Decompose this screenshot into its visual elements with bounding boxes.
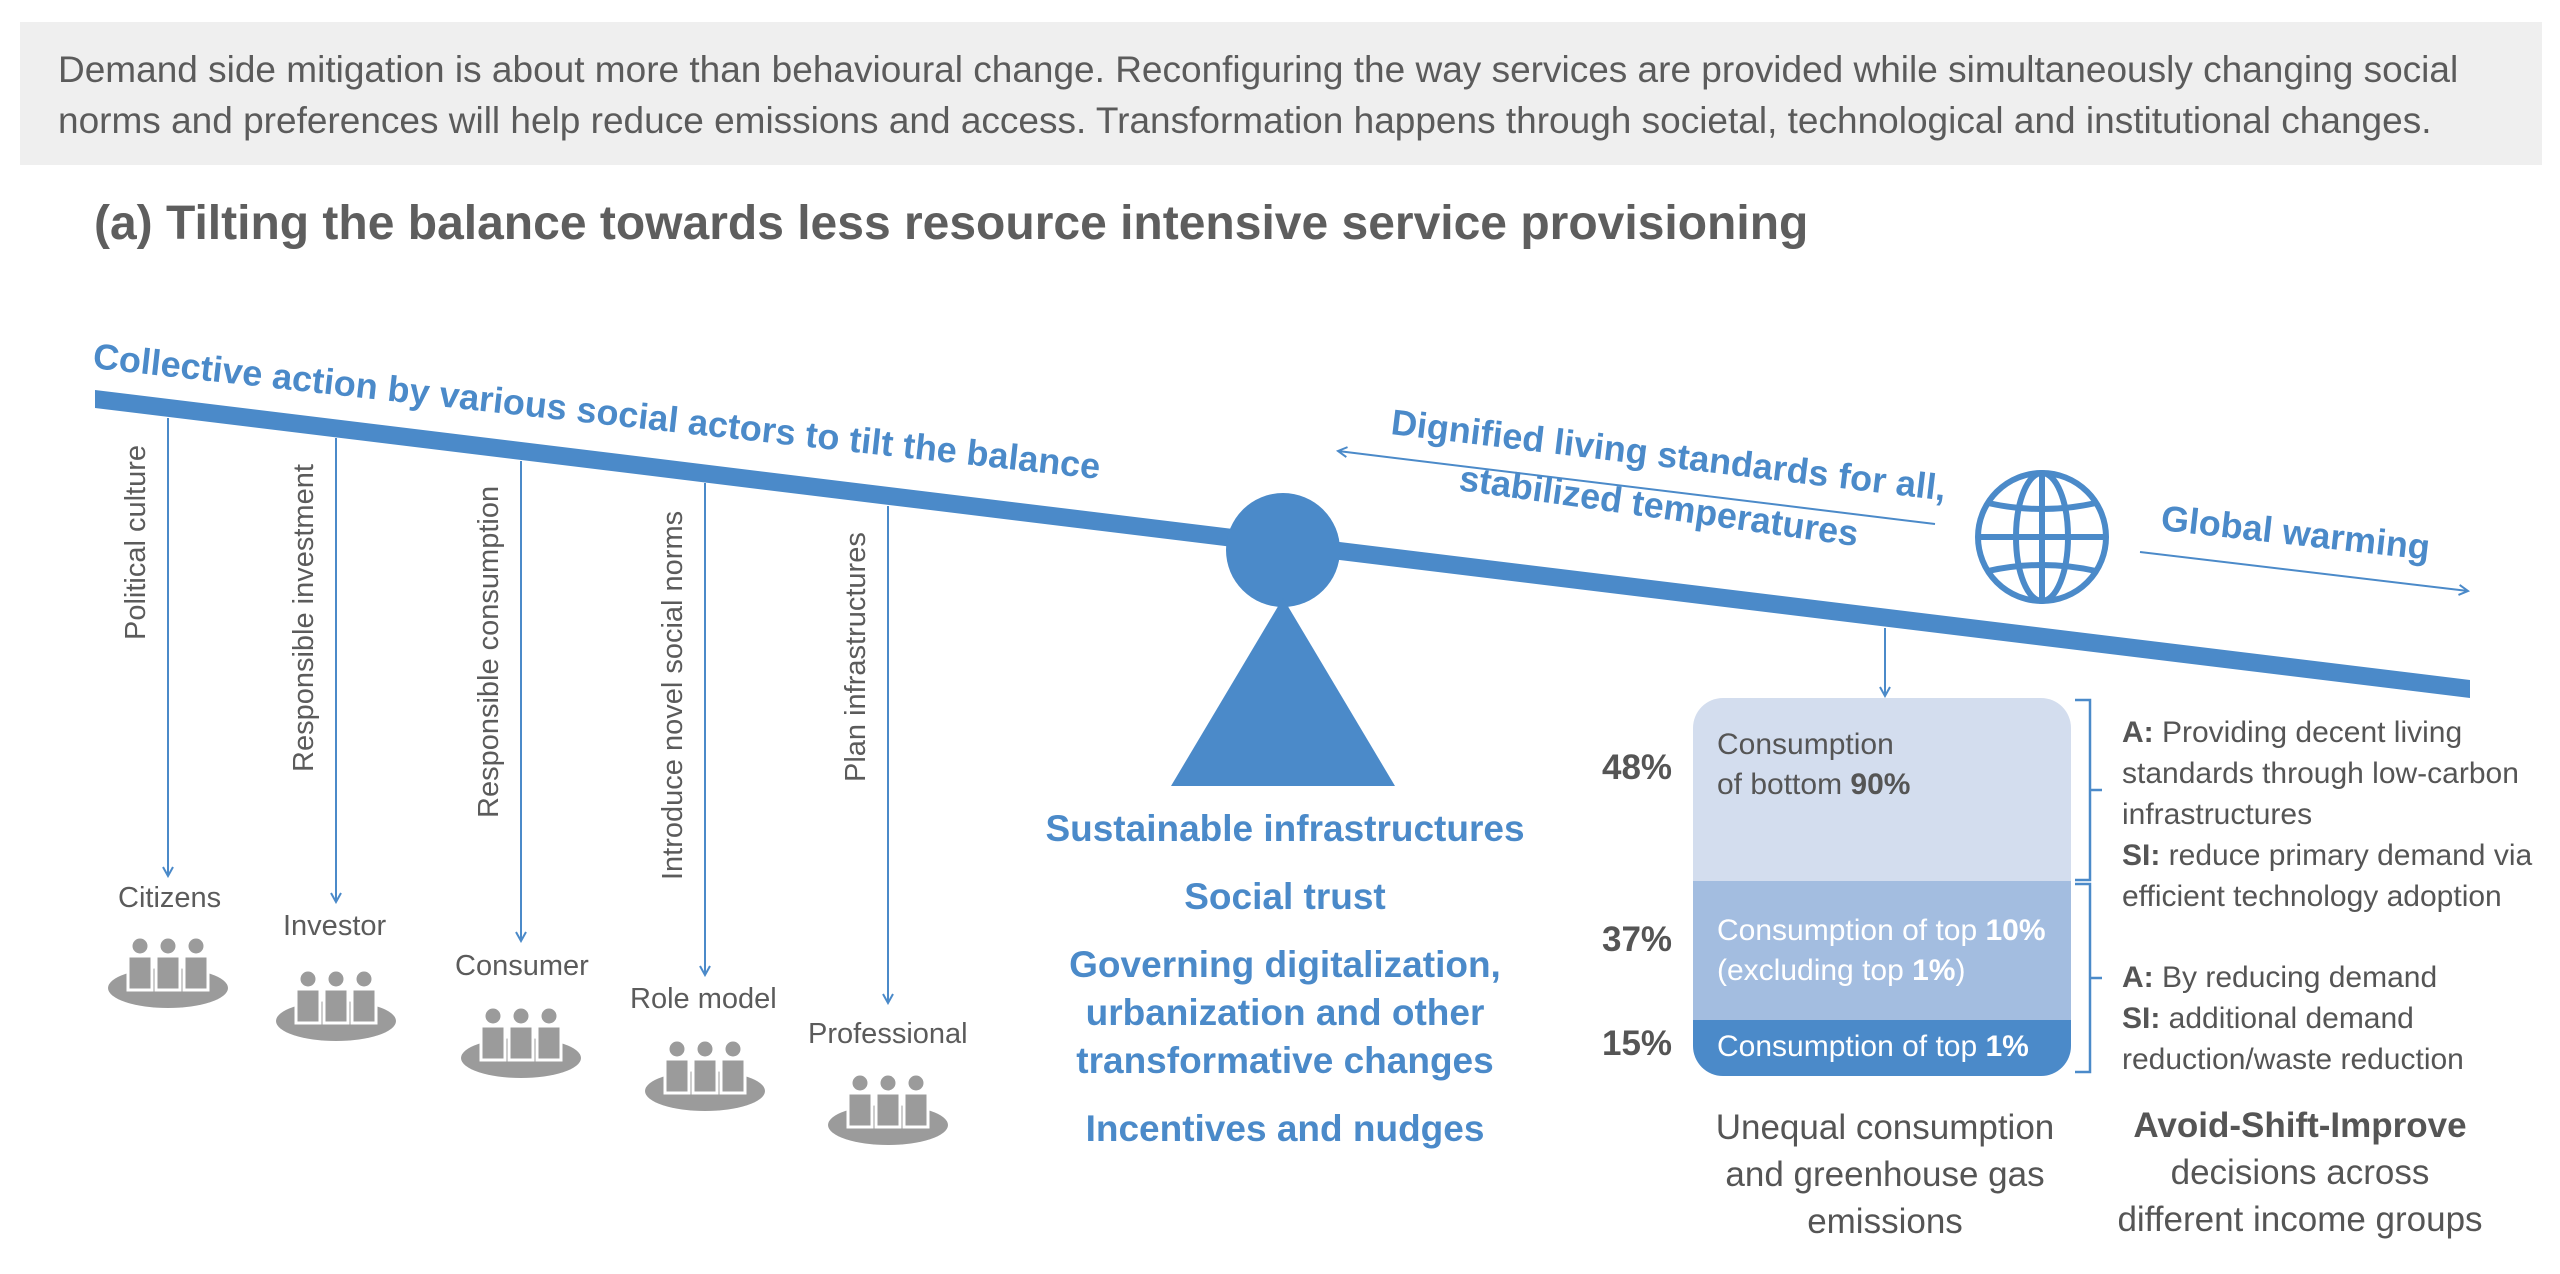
box-top10-line1: Consumption of top 10% <box>1717 914 2046 947</box>
actor-label-role-model: Role model <box>630 983 777 1015</box>
percent-bottom-90: 48% <box>1602 748 1673 787</box>
action-label-infrastructures: Plan infrastructures <box>840 532 872 782</box>
center-items: Sustainable infrastructures Social trust… <box>1030 805 1540 1173</box>
box-text-top-1: Consumption of top 1% <box>1717 1030 2029 1063</box>
box-bottom-line1: Consumption <box>1717 728 1894 761</box>
note-upper: A: Providing decent living standards thr… <box>2122 716 2533 913</box>
action-label-investment: Responsible investment <box>288 464 320 772</box>
people-icon-consumer <box>459 1005 583 1080</box>
actor-label-professional: Professional <box>808 1018 968 1050</box>
center-item-incentives: Incentives and nudges <box>1085 1108 1485 1149</box>
percent-top-1: 15% <box>1602 1024 1673 1063</box>
actor-label-citizens: Citizens <box>118 882 222 914</box>
fulcrum-triangle <box>1171 598 1395 786</box>
bracket-upper <box>2075 698 2102 882</box>
box-top-10 <box>1693 881 2071 1020</box>
box-top-1 <box>1693 1020 2071 1076</box>
intro-box: Demand side mitigation is about more tha… <box>20 22 2542 165</box>
box-top10-line2: (excluding top 1%) <box>1717 954 1966 987</box>
center-item-social-trust: Social trust <box>1184 876 1386 917</box>
center-item-digitalization: Governing digitalization, urbanization a… <box>1069 944 1501 1081</box>
dignified-arrow <box>1338 451 1936 525</box>
action-label-consumption: Responsible consumption <box>473 485 505 818</box>
people-icon-professional <box>826 1072 950 1147</box>
action-label-norms: Introduce novel social norms <box>657 510 689 880</box>
globe-icon <box>1975 470 2109 604</box>
actor-label-consumer: Consumer <box>455 950 589 982</box>
box-text-top-10: Consumption of top 10% (excluding top 1%… <box>1717 911 2046 991</box>
box-bottom-90 <box>1693 698 2071 881</box>
box-text-bottom-90: Consumption of bottom 90% <box>1717 725 1910 805</box>
fulcrum-ball <box>1226 493 1340 607</box>
intro-line-2: norms and preferences will help reduce e… <box>58 100 2432 141</box>
caption-unequal: Unequal consumption and greenhouse gas e… <box>1715 1108 2055 1241</box>
center-item-infrastructures: Sustainable infrastructures <box>1045 808 1525 849</box>
actor-label-investor: Investor <box>283 910 387 942</box>
global-warming-label: Global warming <box>2159 497 2432 568</box>
action-label-political: Political culture <box>120 444 152 640</box>
people-icon-role-model <box>643 1038 767 1113</box>
intro-line-1: Demand side mitigation is about more tha… <box>58 49 2459 90</box>
box-bottom-line2: of bottom 90% <box>1717 768 1911 801</box>
people-icon-citizens <box>106 935 230 1010</box>
bracket-lower <box>2075 882 2102 1074</box>
note-lower: A: By reducing demand SI: additional dem… <box>2122 961 2464 1076</box>
global-warming-arrow <box>2139 551 2468 591</box>
caption-avoid-shift-improve: Avoid-Shift-Improve decisions across dif… <box>2117 1106 2483 1239</box>
section-title: (a) Tilting the balance towards less res… <box>94 197 1809 250</box>
people-icon-investor <box>274 968 398 1043</box>
percent-top-10: 37% <box>1602 920 1673 959</box>
